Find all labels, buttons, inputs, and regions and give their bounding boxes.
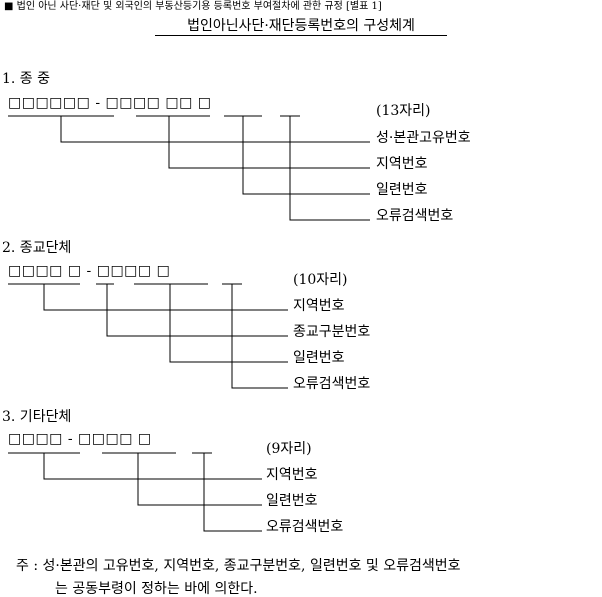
section-2-connector-3 (169, 284, 288, 363)
note-line-2: 는 공동부령이 정하는 바에 의한다. (55, 581, 258, 597)
section-1-label-3: 일련번호 (376, 182, 428, 198)
section-2-label-2: 종교구분번호 (293, 324, 371, 340)
section-3-label-1: 지역번호 (266, 467, 318, 483)
section-2-label-3: 일련번호 (293, 350, 345, 366)
section-3-digits: (9자리) (266, 441, 312, 457)
section-3-connector-3 (203, 453, 262, 532)
section-3-label-2: 일련번호 (266, 493, 318, 509)
section-1-connector-2 (168, 116, 370, 169)
section-1-title: 1. 종 중 (2, 71, 51, 87)
document-title: 법인아닌사단·재단등록번호의 구성체계 (187, 18, 415, 34)
section-3-connector-2 (137, 453, 262, 506)
section-2-codes: □□□□ □ - □□□□ □ (8, 263, 171, 279)
document-header: ■ 법인 아닌 사단·재단 및 외국인의 부동산등기용 등록번호 부여절차에 관… (4, 1, 382, 12)
section-2-connector-4 (231, 284, 288, 389)
section-3-label-3: 오류검색번호 (266, 519, 344, 535)
section-2-digits: (10자리) (293, 272, 348, 288)
section-1-connector-1 (60, 116, 370, 143)
section-3-codes: □□□□ - □□□□ □ (8, 431, 152, 447)
section-2-title: 2. 종교단체 (2, 240, 72, 256)
section-3-title: 3. 기타단체 (2, 409, 72, 425)
section-1-codes: □□□□□□ - □□□□ □□ □ (8, 95, 212, 111)
section-1-label-2: 지역번호 (376, 156, 428, 172)
section-2-label-1: 지역번호 (293, 298, 345, 314)
section-1-label-1: 성·본관고유번호 (376, 130, 471, 146)
section-1-connector-3 (242, 116, 370, 195)
section-1-label-4: 오류검색번호 (376, 208, 454, 224)
section-2-connector-2 (106, 284, 288, 337)
section-1-digits: (13자리) (376, 103, 431, 119)
title-underline (155, 35, 447, 36)
section-3-connector-1 (43, 453, 262, 480)
section-2-label-4: 오류검색번호 (293, 376, 371, 392)
note-line-1: 주 : 성·본관의 고유번호, 지역번호, 종교구분번호, 일련번호 및 오류검… (16, 558, 461, 574)
section-2-connector-1 (43, 284, 288, 311)
section-1-connector-4 (289, 116, 370, 221)
